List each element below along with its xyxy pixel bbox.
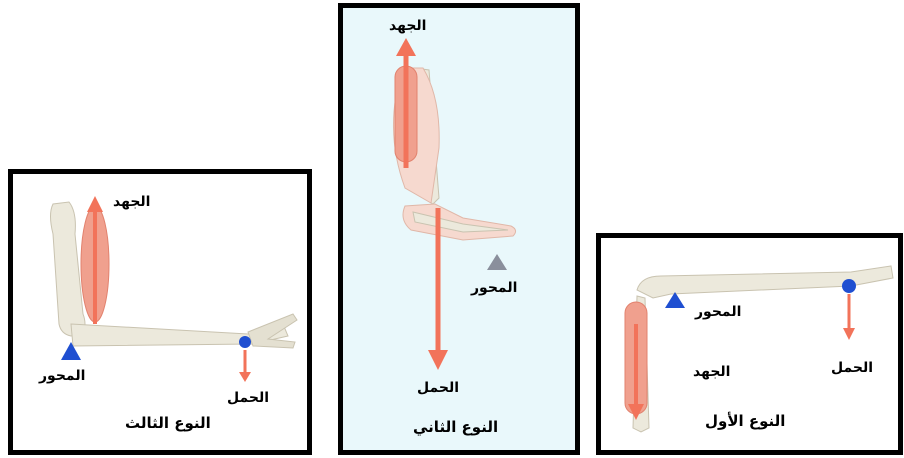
third-caption: النوع الثالث: [125, 414, 211, 432]
panel-first-class: المحور الجهد الحمل النوع الأول: [596, 233, 903, 455]
second-fulcrum-label: المحور: [471, 280, 517, 296]
second-load-label: الحمل: [417, 380, 459, 396]
panel-second-class: الجهد المحور الحمل النوع الثاني: [338, 3, 580, 455]
first-fulcrum-label: المحور: [695, 304, 741, 320]
second-caption: النوع الثاني: [413, 418, 498, 436]
load-arrow-head: [428, 350, 448, 370]
third-fulcrum-label: المحور: [39, 368, 85, 384]
load-marker: [842, 279, 856, 293]
effort-arrow-head: [396, 38, 416, 56]
load-marker: [239, 336, 251, 348]
upper-arm-bone: [51, 202, 86, 336]
first-load-label: الحمل: [831, 360, 873, 376]
load-arrow-head: [843, 328, 855, 340]
third-class-illustration: [13, 174, 307, 450]
fulcrum-triangle: [487, 254, 507, 270]
first-effort-label: الجهد: [693, 364, 730, 380]
effort-arrow-head: [87, 196, 103, 212]
third-load-label: الحمل: [227, 390, 269, 406]
hand-bones: [248, 314, 297, 348]
first-caption: النوع الأول: [705, 412, 785, 430]
third-effort-label: الجهد: [113, 194, 150, 210]
panel-third-class: الجهد المحور الحمل النوع الثالث: [8, 169, 312, 455]
second-effort-label: الجهد: [389, 18, 426, 34]
load-arrow-head: [239, 372, 251, 382]
